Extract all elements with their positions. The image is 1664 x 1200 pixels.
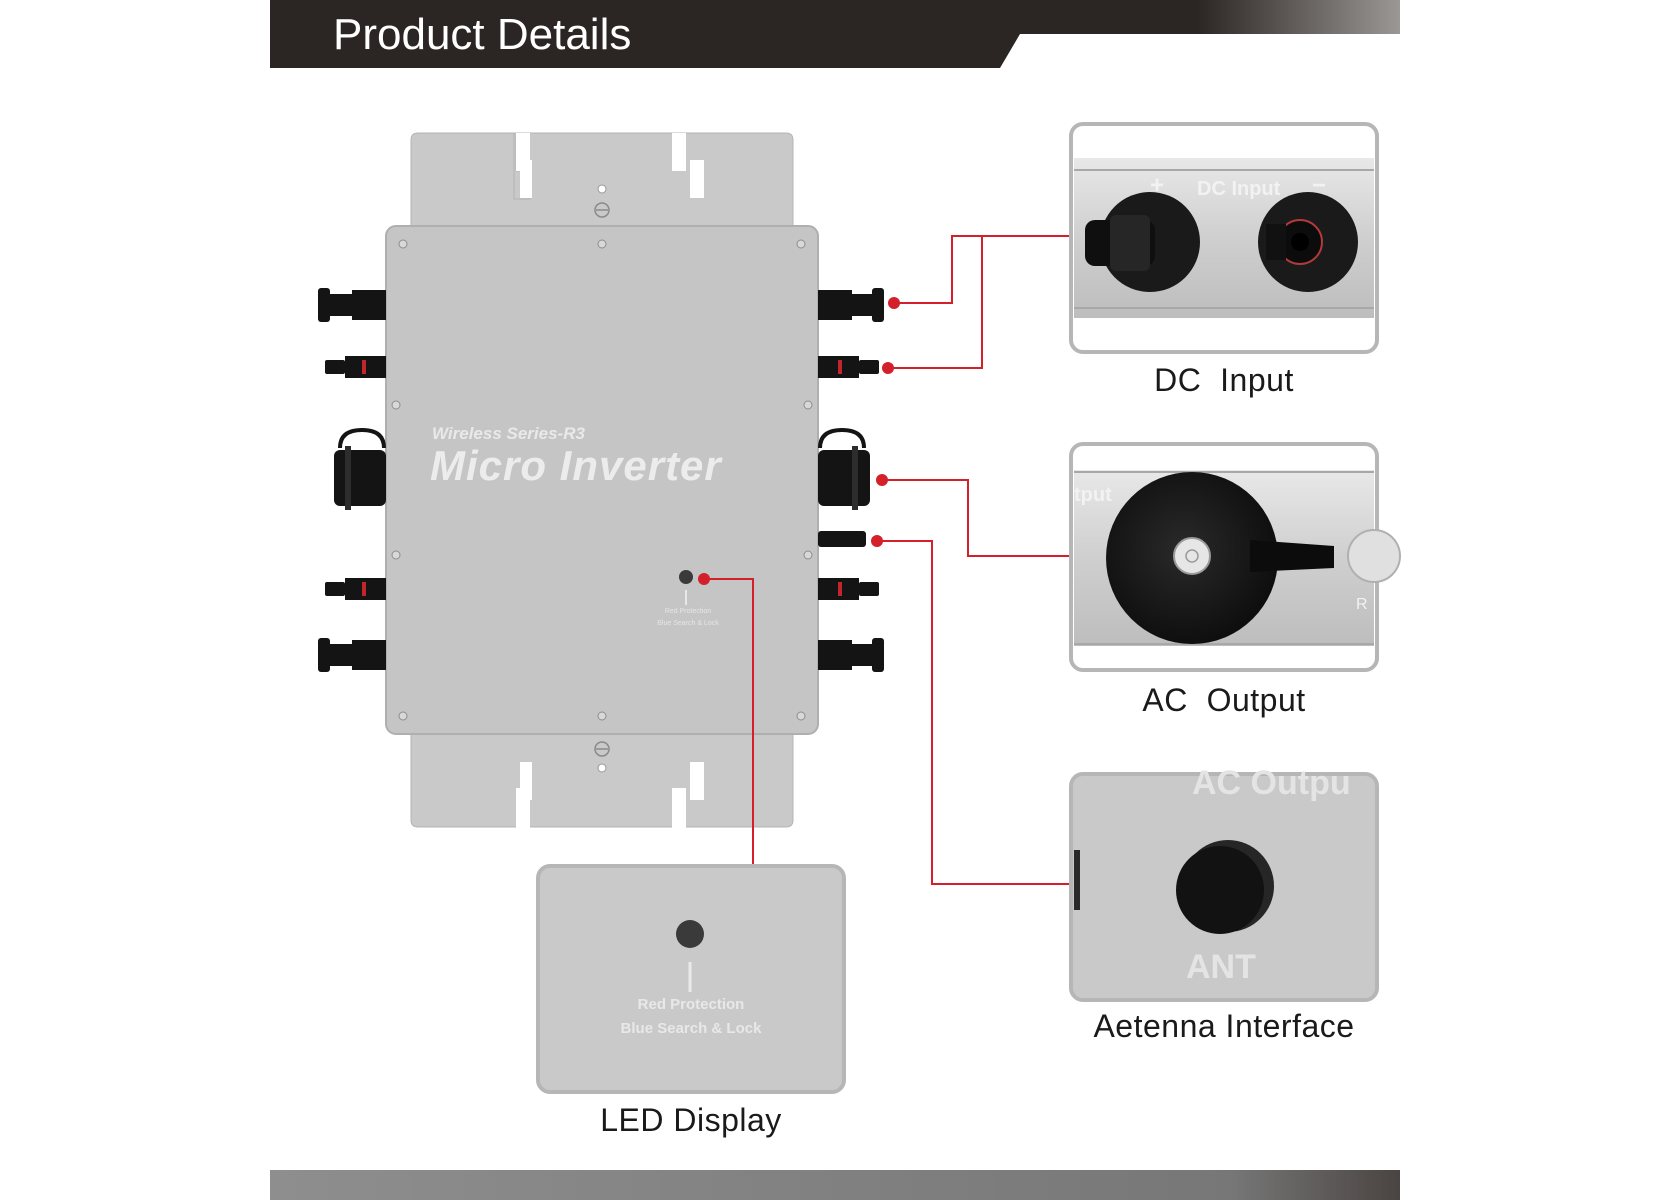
right-dc-connector-4 [818,638,884,672]
left-dc-connector-3 [325,578,386,600]
micro-inverter [385,132,819,828]
led-display-text-1: Red Protection [637,996,745,1013]
led-display-indicator [676,920,704,948]
right-antenna-connector [818,531,866,547]
header-band [270,0,1400,68]
antenna-callout-line [877,540,1072,885]
left-dc-connector-1 [318,288,386,322]
led-callout-line [704,578,754,864]
ac-output-caption: AC Output [1142,682,1306,718]
dc-input-panel [1069,122,1379,354]
case-led-indicator [679,570,693,584]
left-dc-connector-2 [325,356,386,378]
ground-symbol-top [594,202,610,218]
right-dc-connector-2 [818,356,879,378]
antenna-panel [1069,772,1379,1002]
device-model-label: Micro Inverter [430,442,722,489]
led-display-panel [536,864,846,1094]
callout-lines [704,235,1072,885]
led-display-caption: LED Display [600,1102,782,1138]
dc-panel-label: DC Input [1197,178,1281,200]
ac-callout-line [882,479,1072,557]
antenna-caption: Aetenna Interface [1093,1008,1355,1044]
callout-dots [698,297,900,585]
left-dc-connector-4 [318,638,386,672]
dc-callout-line-1 [894,235,1072,304]
bottom-mounting-bracket [410,729,794,828]
ground-symbol-bottom [594,741,610,757]
right-dc-connector-1 [818,288,884,322]
case-led-text-2: Blue Search & Lock [657,620,719,627]
dc-callout-line-2 [888,236,983,369]
footer-band [270,1170,1400,1200]
antenna-panel-top-text: AC Outpu [1192,764,1351,802]
left-connectors [318,288,386,672]
device-series-label: Wireless Series-R3 [432,424,585,443]
ac-knob-center [1173,537,1211,575]
case-led-text-1: Red Protection [664,608,712,615]
right-dc-connector-3 [818,578,879,600]
page-title: Product Details [333,10,632,59]
top-mounting-bracket [410,132,794,231]
dc-panel-minus: − [1312,172,1327,199]
dc-input-caption: DC Input [1154,362,1294,398]
ac-panel-fragment: tput [1074,484,1112,506]
right-ac-connector [818,427,870,510]
dc-panel-plus: + [1150,172,1165,199]
ac-output-panel [1069,442,1401,672]
antenna-panel-bottom-text: ANT [1186,948,1256,986]
ac-panel-fragment-right: R [1356,596,1368,613]
led-display-text-2: Blue Search & Lock [620,1020,762,1037]
left-ac-connector [334,427,386,510]
right-connectors [818,288,884,672]
